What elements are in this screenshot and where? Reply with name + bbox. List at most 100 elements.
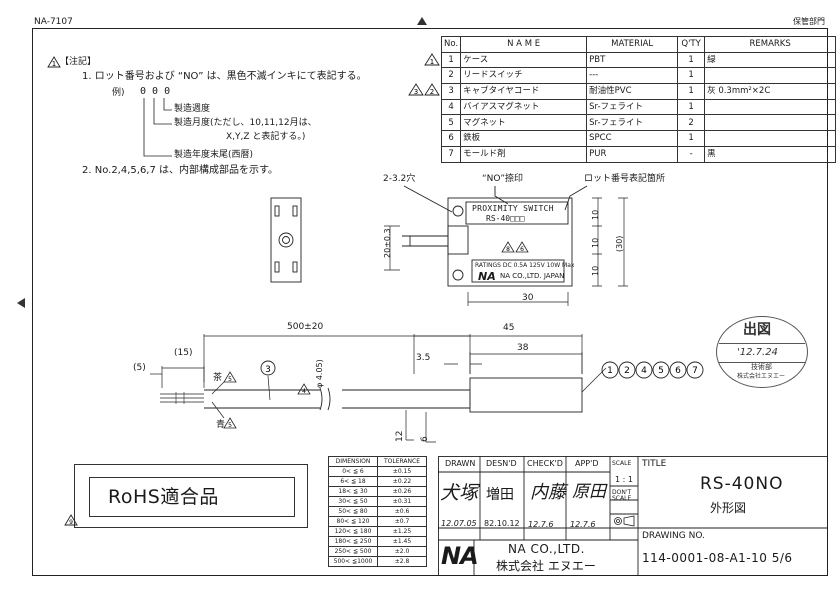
drawing-number-header: DRAWING NO. <box>642 531 705 541</box>
lot-month-label: 製造月度(ただし、10,11,12月は、 <box>174 118 317 128</box>
example-code: 0 0 0 <box>140 86 171 97</box>
table-row: 0< ≦ 6±0.15 <box>328 466 427 477</box>
table-cell-no: 2 <box>440 67 462 85</box>
svg-text:8: 8 <box>506 246 510 253</box>
rohs-inner-box: RoHS適合品 <box>89 477 295 517</box>
table-row: 250< ≦ 500±2.0 <box>328 546 427 557</box>
table-row: 500< ≦1000±2.8 <box>328 556 427 567</box>
stamp-date: '12.7.24 <box>737 347 778 358</box>
approved-signature: 原田 <box>572 482 606 502</box>
table-header: MATERIAL <box>586 36 679 53</box>
callout: 5 <box>658 366 664 376</box>
table-cell-name: バイアスマグネット <box>460 98 588 116</box>
drawn-signature: 犬塚 <box>440 482 479 504</box>
callout: 1 <box>607 366 613 376</box>
table-cell-qty: 1 <box>677 83 706 100</box>
designed-date: 82.10.12 <box>484 519 520 528</box>
table-cell-name: 鉄板 <box>460 130 588 147</box>
table-cell-no: 1 <box>440 51 462 69</box>
table-row: 120< ≦ 180±1.25 <box>328 526 427 537</box>
svg-text:6: 6 <box>520 246 524 253</box>
table-cell-material: PUR <box>586 145 679 163</box>
table-cell-material: Sr-フェライト <box>586 114 679 132</box>
table-cell-remarks: 黒 <box>704 145 837 163</box>
example-label: 例) <box>112 88 125 98</box>
height-dimension: 20±0.3 <box>383 228 392 258</box>
top-center-marker-icon <box>417 17 427 25</box>
table-cell-qty: 2 <box>677 114 706 132</box>
lot-month-note: X,Y,Z と表記する。) <box>226 132 306 142</box>
lot-position-label: ロット番号表記箇所 <box>584 174 666 184</box>
table-row: 80< ≦ 120±0.7 <box>328 516 427 527</box>
table-cell-name: キャブタイヤコード <box>460 83 588 100</box>
table-cell-material: PBT <box>586 51 679 69</box>
table-cell-name: マグネット <box>460 114 588 132</box>
table-cell-material: --- <box>586 67 679 85</box>
table-cell-range: 120< ≦ 180 <box>328 526 378 537</box>
dimension-15: (15) <box>174 348 193 358</box>
rohs-outer-box: RoHS適合品 <box>74 464 308 528</box>
scale-value: 1 : 1 <box>615 475 633 484</box>
revision-triangle-icon: 3 2 <box>408 83 440 96</box>
note-1: 1. ロット番号および “NO” は、黒色不滅インキにて表記する。 <box>82 71 367 82</box>
rohs-label: RoHS適合品 <box>108 486 219 508</box>
table-header: N A M E <box>460 36 588 53</box>
drawing-title: RS-40NO <box>700 474 784 494</box>
revision-triangle-icon: 1 <box>47 56 61 68</box>
table-row: 18< ≦ 30±0.26 <box>328 486 427 497</box>
table-cell-tol: ±0.31 <box>377 496 427 507</box>
dimension-10: 10 <box>591 209 600 220</box>
table-cell-material: SPCC <box>586 130 679 147</box>
svg-text:9: 9 <box>69 519 73 526</box>
left-center-marker-icon <box>17 298 25 308</box>
end-view-outline <box>270 197 302 283</box>
stamp-main: 出図 <box>743 322 771 338</box>
table-cell-tol: ±2.0 <box>377 546 427 557</box>
lot-code-leader-lines <box>143 98 172 157</box>
note-2: 2. No.2,4,5,6,7 は、内部構成部品を示す。 <box>82 165 279 176</box>
table-cell-qty: 1 <box>677 130 706 147</box>
company-plate-text: NA CO.,LTD. JAPAN <box>500 272 565 280</box>
dimension-30-horizontal: 30 <box>522 293 534 303</box>
table-header: No. <box>440 36 462 53</box>
ratings-text: RATINGS DC 0.5A 125V 10W Max <box>475 262 575 269</box>
label-model: RS-40□□□ <box>486 214 525 223</box>
table-header: DIMENSION <box>328 456 378 467</box>
table-cell-name: ケース <box>460 51 588 69</box>
dimension-5: (5) <box>133 363 146 373</box>
document-reference: NA-7107 <box>34 17 73 27</box>
callout: 2 <box>624 366 630 376</box>
table-cell-tol: ±1.25 <box>377 526 427 537</box>
table-row: 180< ≦ 250±1.45 <box>328 536 427 547</box>
drawing-frame <box>32 28 828 576</box>
stamp-company: 株式会社エヌエー <box>737 373 786 380</box>
table-cell-range: 180< ≦ 250 <box>328 536 378 547</box>
table-cell-name: リードスイッチ <box>460 67 588 85</box>
title-block: DRAWN DESN'D CHECK'D APP'D SCALE 1 : 1 D… <box>438 456 828 576</box>
table-cell-qty: 1 <box>677 51 706 69</box>
checked-signature: 内藤 <box>530 482 566 503</box>
table-cell-remarks: 灰 0.3mm²×2C <box>704 83 837 100</box>
approved-header: APP'D <box>575 459 599 468</box>
table-cell-remarks <box>704 114 837 132</box>
table-header: TOLERANCE <box>377 456 427 467</box>
label-proximity-switch: PROXIMITY SWITCH <box>472 204 554 213</box>
table-cell-range: 0< ≦ 6 <box>328 466 378 477</box>
table-cell-tol: ±0.7 <box>377 516 427 527</box>
table-cell-tol: ±2.8 <box>377 556 427 567</box>
side-view-outline: 5 5 4 3 <box>150 334 607 443</box>
lot-week-label: 製造週度 <box>174 104 211 114</box>
drawing-subtitle: 外形図 <box>710 501 747 515</box>
table-cell-remarks <box>704 98 837 116</box>
drawing-number: 114-0001-08-A1-10 5/6 <box>642 551 793 565</box>
table-cell-material: 耐油性PVC <box>586 83 679 100</box>
table-cell-no: 4 <box>440 98 462 116</box>
na-logo: NA <box>478 270 496 283</box>
table-cell-tol: ±0.26 <box>377 486 427 497</box>
